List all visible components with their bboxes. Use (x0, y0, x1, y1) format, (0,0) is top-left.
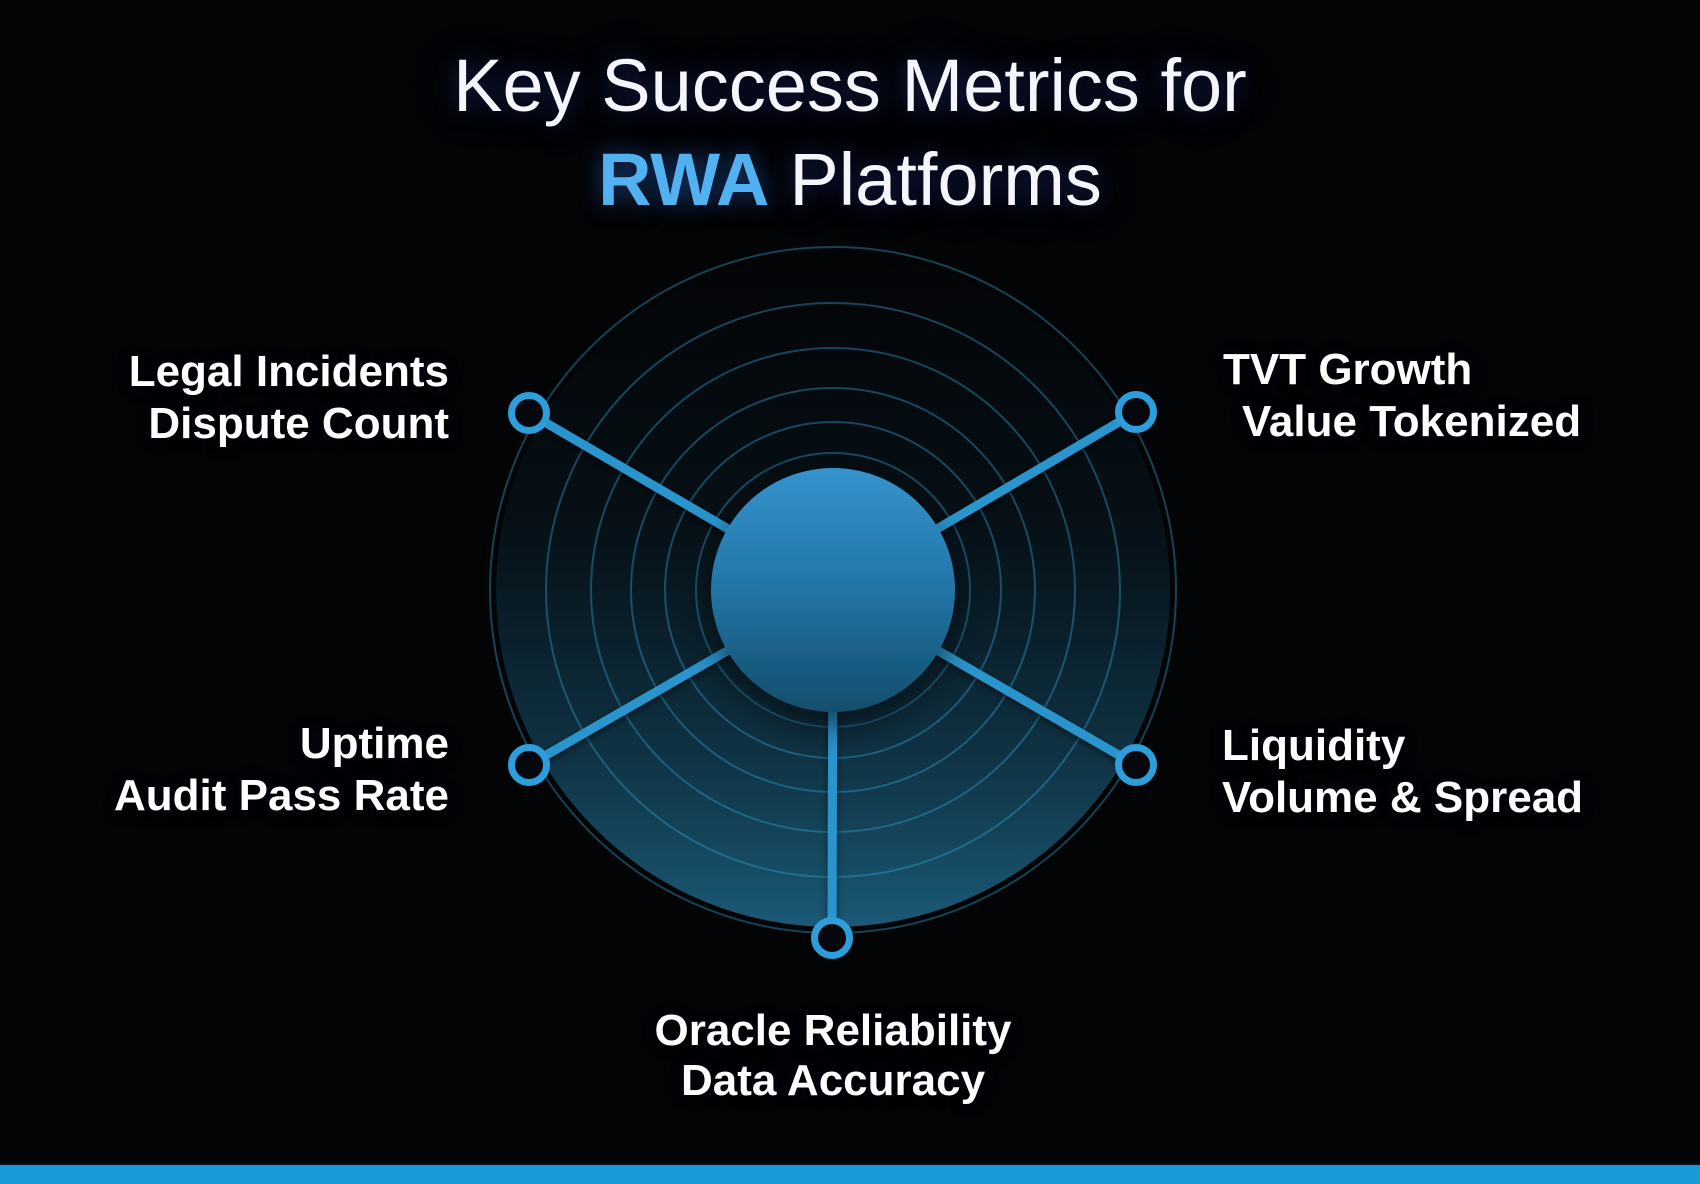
metric-line-1: Oracle Reliability (654, 1006, 1012, 1055)
footer-accent-bar (0, 1163, 1700, 1184)
node-top-left (508, 392, 550, 434)
node-bottom (811, 917, 853, 959)
metric-line-2: Audit Pass Rate (114, 771, 449, 820)
node-mid-left (508, 744, 550, 786)
metric-line-1: Uptime (299, 719, 449, 768)
title-highlight: RWA (598, 138, 770, 221)
metric-label-uptime: Uptime Audit Pass Rate (114, 718, 449, 822)
metric-line-1: Liquidity (1222, 721, 1406, 770)
nodes (508, 391, 1157, 959)
node-top-right (1115, 391, 1157, 433)
title-line-2-rest: Platforms (789, 138, 1102, 221)
metric-label-tvt-growth: TVT Growth Value Tokenized (1223, 344, 1581, 448)
metric-line-2: Volume & Spread (1222, 773, 1584, 822)
node-mid-right (1115, 744, 1157, 786)
hub-circle (711, 468, 955, 712)
metric-label-liquidity: Liquidity Volume & Spread (1222, 720, 1583, 824)
metric-line-2: Data Accuracy (680, 1056, 986, 1105)
title-line-1: Key Success Metrics for (453, 44, 1247, 127)
metric-label-oracle-reliability: Oracle Reliability Data Accuracy (654, 1006, 1011, 1106)
metric-line-1: TVT Growth (1223, 345, 1473, 394)
metric-line-1: Legal Incidents (128, 347, 449, 396)
metric-line-2: Value Tokenized (1242, 397, 1582, 446)
metric-line-2: Dispute Count (148, 399, 449, 448)
metric-label-legal-incidents: Legal Incidents Dispute Count (129, 346, 449, 450)
